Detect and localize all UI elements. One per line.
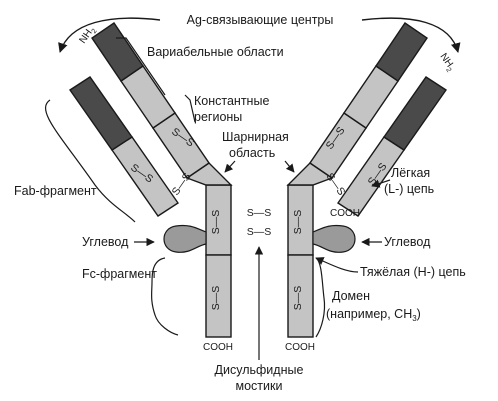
ss-heavy-right-upper: S—S [292,210,304,235]
ag-binding-sites-annotation: Ag-связывающие центры [58,13,461,53]
variable-regions-label: Вариабельные области [147,45,284,59]
cooh-heavy-right: COOH [285,342,315,353]
heavy-chain-left-stem [205,184,232,338]
carbohydrate-left-annotation: Углевод [82,235,155,249]
light-chain-right [337,76,447,217]
region-labels: Вариабельные области Константные регионы… [116,37,295,173]
ss-heavy-left-lower: S—S [210,286,222,311]
fc-fragment-label: Fc-фрагмент [82,267,157,281]
disulfide-label-2: мостики [236,379,283,393]
carbohydrate-right [312,224,356,253]
heavy-chain-left-arm [91,22,233,186]
fab-fragment-annotation: Fab-фрагмент [14,99,136,223]
ss-hinge-upper: S—S [247,207,272,219]
hinge-label-1: Шарнирная [222,130,289,144]
heavy-chain-right-arm [286,22,428,186]
carbohydrate-left [163,224,207,253]
carbohydrate-right-annotation: Углевод [361,235,431,249]
disulfide-label-1: Дисульфидные [215,363,304,377]
domain-label-1: Домен [332,289,370,303]
nh2-right: NH2 [436,51,457,74]
heavy-chain-label: Тяжёлая (Н-) цепь [360,265,466,279]
ss-hinge-lower: S—S [247,226,272,238]
light-chain-left [69,76,179,217]
fc-fragment-annotation: Fc-фрагмент [82,257,179,336]
light-chain-label-2: (L-) цепь [384,182,434,196]
constant-regions-label-2: регионы [194,110,242,124]
heavy-chain-right-stem [287,184,314,338]
cooh-heavy-left: COOH [203,342,233,353]
ag-binding-sites-label: Ag-связывающие центры [187,13,334,27]
disulfide-bridges-annotation: Дисульфидные мостики [215,246,304,393]
hinge-label-2: область [229,146,275,160]
carbohydrate-right-label: Углевод [384,235,431,249]
constant-regions-label-1: Константные [194,94,269,108]
fab-fragment-label: Fab-фрагмент [14,184,97,198]
domain-annotation: Домен (например, СН3) [315,257,421,338]
ss-heavy-left-upper: S—S [210,210,222,235]
cooh-light-right: COOH [330,208,360,219]
light-chain-label-1: Лёгкая [391,166,430,180]
ss-heavy-right-lower: S—S [292,286,304,311]
heavy-chain-annotation: Тяжёлая (Н-) цепь [315,257,466,279]
light-chain-annotation: Лёгкая (L-) цепь [371,166,434,196]
carbohydrate-left-label: Углевод [82,235,129,249]
domain-label-2: (например, СН3) [326,307,421,323]
